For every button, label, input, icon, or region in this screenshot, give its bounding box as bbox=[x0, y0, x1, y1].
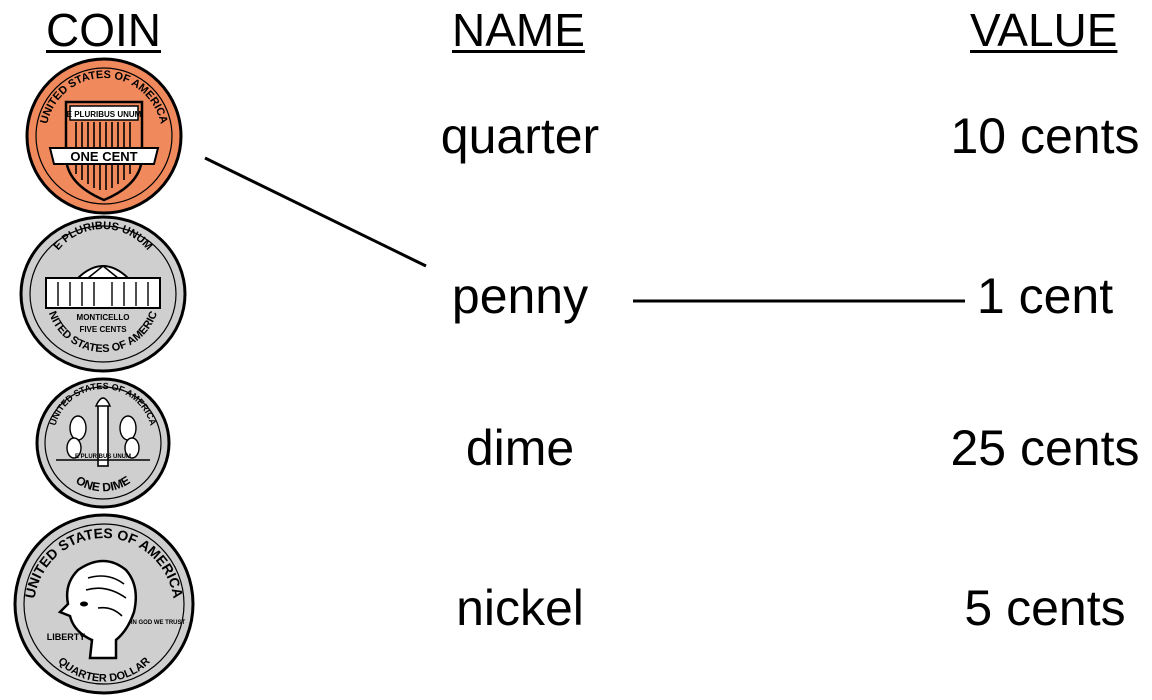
line-penny-coin-to-penny bbox=[204, 156, 427, 268]
name-column-header: NAME bbox=[452, 4, 585, 56]
quarter-motto-text: IN GOD WE TRUST bbox=[131, 620, 186, 626]
svg-text:ONE DIME: ONE DIME bbox=[74, 473, 133, 494]
quarter-liberty-text: LIBERTY bbox=[47, 632, 86, 642]
nickel-denomination: FIVE CENTS bbox=[79, 325, 127, 334]
name-option-penny[interactable]: penny bbox=[451, 268, 589, 324]
name-option-quarter[interactable]: quarter bbox=[440, 108, 600, 164]
name-option-dime[interactable]: dime bbox=[465, 420, 575, 476]
dime-coin-image[interactable]: UNITED STATES OF AMERICA E PLURIBUS UNUM… bbox=[34, 376, 172, 510]
penny-banner-text: ONE CENT bbox=[70, 149, 137, 164]
nickel-building-text: MONTICELLO bbox=[77, 313, 130, 322]
value-option-25-cents[interactable]: 25 cents bbox=[950, 420, 1140, 476]
nickel-coin-image[interactable]: E PLURIBUS UNUM MONTICELLO FIVE CENTS UN… bbox=[14, 205, 188, 374]
quarter-coin-image[interactable]: UNITED STATES OF AMERICA LIBERTY IN GOD … bbox=[8, 512, 200, 696]
value-option-1-cent[interactable]: 1 cent bbox=[976, 268, 1114, 324]
name-option-nickel[interactable]: nickel bbox=[456, 580, 584, 636]
value-option-10-cents[interactable]: 10 cents bbox=[950, 108, 1140, 164]
penny-coin-image[interactable]: UNITED STATES OF AMERICA E PLURIBUS UNUM… bbox=[24, 56, 184, 216]
value-column-header: VALUE bbox=[970, 4, 1118, 56]
dime-banner-text: E PLURIBUS UNUM bbox=[75, 454, 131, 460]
value-option-5-cents[interactable]: 5 cents bbox=[964, 580, 1126, 636]
penny-shield-motto: E PLURIBUS UNUM bbox=[67, 110, 142, 119]
dime-denomination: ONE DIME bbox=[74, 473, 133, 494]
coin-column-header: COIN bbox=[46, 4, 161, 56]
